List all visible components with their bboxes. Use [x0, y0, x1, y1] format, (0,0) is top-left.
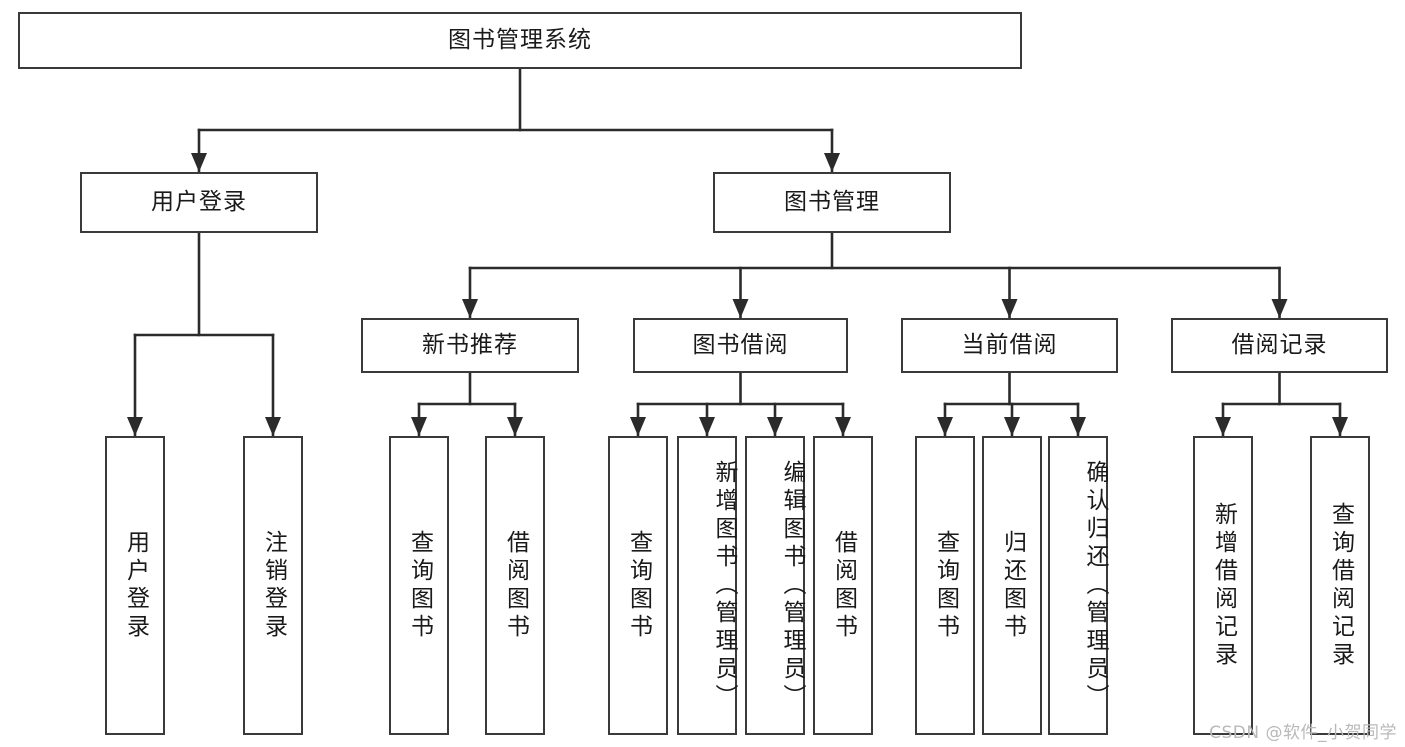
node-leaf-user-logout[interactable]: 注销登录 — [243, 436, 303, 735]
node-label: 图书管理 — [784, 188, 880, 215]
node-leaf-edit-book-admin[interactable]: 编辑图书（管理员） — [745, 436, 805, 735]
node-label: 用户登录 — [122, 529, 149, 642]
node-label: 新书推荐 — [422, 331, 518, 358]
node-leaf-user-login[interactable]: 用户登录 — [105, 436, 165, 735]
node-label: 归还图书 — [999, 529, 1026, 642]
node-leaf-query-current-book[interactable]: 查询图书 — [915, 436, 975, 735]
node-label: 借阅图书 — [502, 529, 529, 642]
node-label: 确认归还（管理员） — [1082, 459, 1108, 712]
node-leaf-query-book-recommendation[interactable]: 查询图书 — [389, 436, 449, 735]
node-book-borrowing[interactable]: 图书借阅 — [633, 318, 848, 373]
node-book-management[interactable]: 图书管理 — [713, 172, 951, 233]
node-label: 查询图书 — [625, 529, 652, 642]
node-leaf-return-book[interactable]: 归还图书 — [982, 436, 1042, 735]
node-leaf-query-book[interactable]: 查询图书 — [608, 436, 668, 735]
node-borrowing-records[interactable]: 借阅记录 — [1171, 318, 1388, 373]
node-label: 查询图书 — [406, 529, 433, 642]
node-label: 编辑图书（管理员） — [779, 459, 805, 712]
node-label: 注销登录 — [260, 529, 287, 642]
node-leaf-add-borrow-record[interactable]: 新增借阅记录 — [1193, 436, 1253, 735]
node-label: 查询借阅记录 — [1327, 501, 1354, 670]
node-leaf-query-borrow-record[interactable]: 查询借阅记录 — [1310, 436, 1370, 735]
node-label: 新增借阅记录 — [1210, 501, 1237, 670]
node-label: 新增图书（管理员） — [711, 459, 737, 712]
node-user-login[interactable]: 用户登录 — [80, 172, 318, 233]
node-label: 查询图书 — [932, 529, 959, 642]
node-label: 图书借阅 — [692, 331, 789, 358]
node-root-book-management-system[interactable]: 图书管理系统 — [18, 12, 1022, 69]
node-new-book-recommendation[interactable]: 新书推荐 — [361, 318, 579, 373]
csdn-watermark: CSDN @软件_小贺同学 — [1209, 723, 1397, 743]
node-current-borrowing[interactable]: 当前借阅 — [901, 318, 1118, 373]
node-label: 当前借阅 — [961, 331, 1058, 358]
node-label: 图书管理系统 — [448, 26, 592, 53]
node-leaf-borrow-book[interactable]: 借阅图书 — [813, 436, 873, 735]
node-leaf-confirm-return-admin[interactable]: 确认归还（管理员） — [1048, 436, 1108, 735]
node-leaf-borrow-book-recommendation[interactable]: 借阅图书 — [485, 436, 545, 735]
node-label: 借阅图书 — [830, 529, 857, 642]
node-label: 用户登录 — [151, 188, 247, 215]
node-leaf-add-book-admin[interactable]: 新增图书（管理员） — [677, 436, 737, 735]
node-label: 借阅记录 — [1231, 331, 1328, 358]
